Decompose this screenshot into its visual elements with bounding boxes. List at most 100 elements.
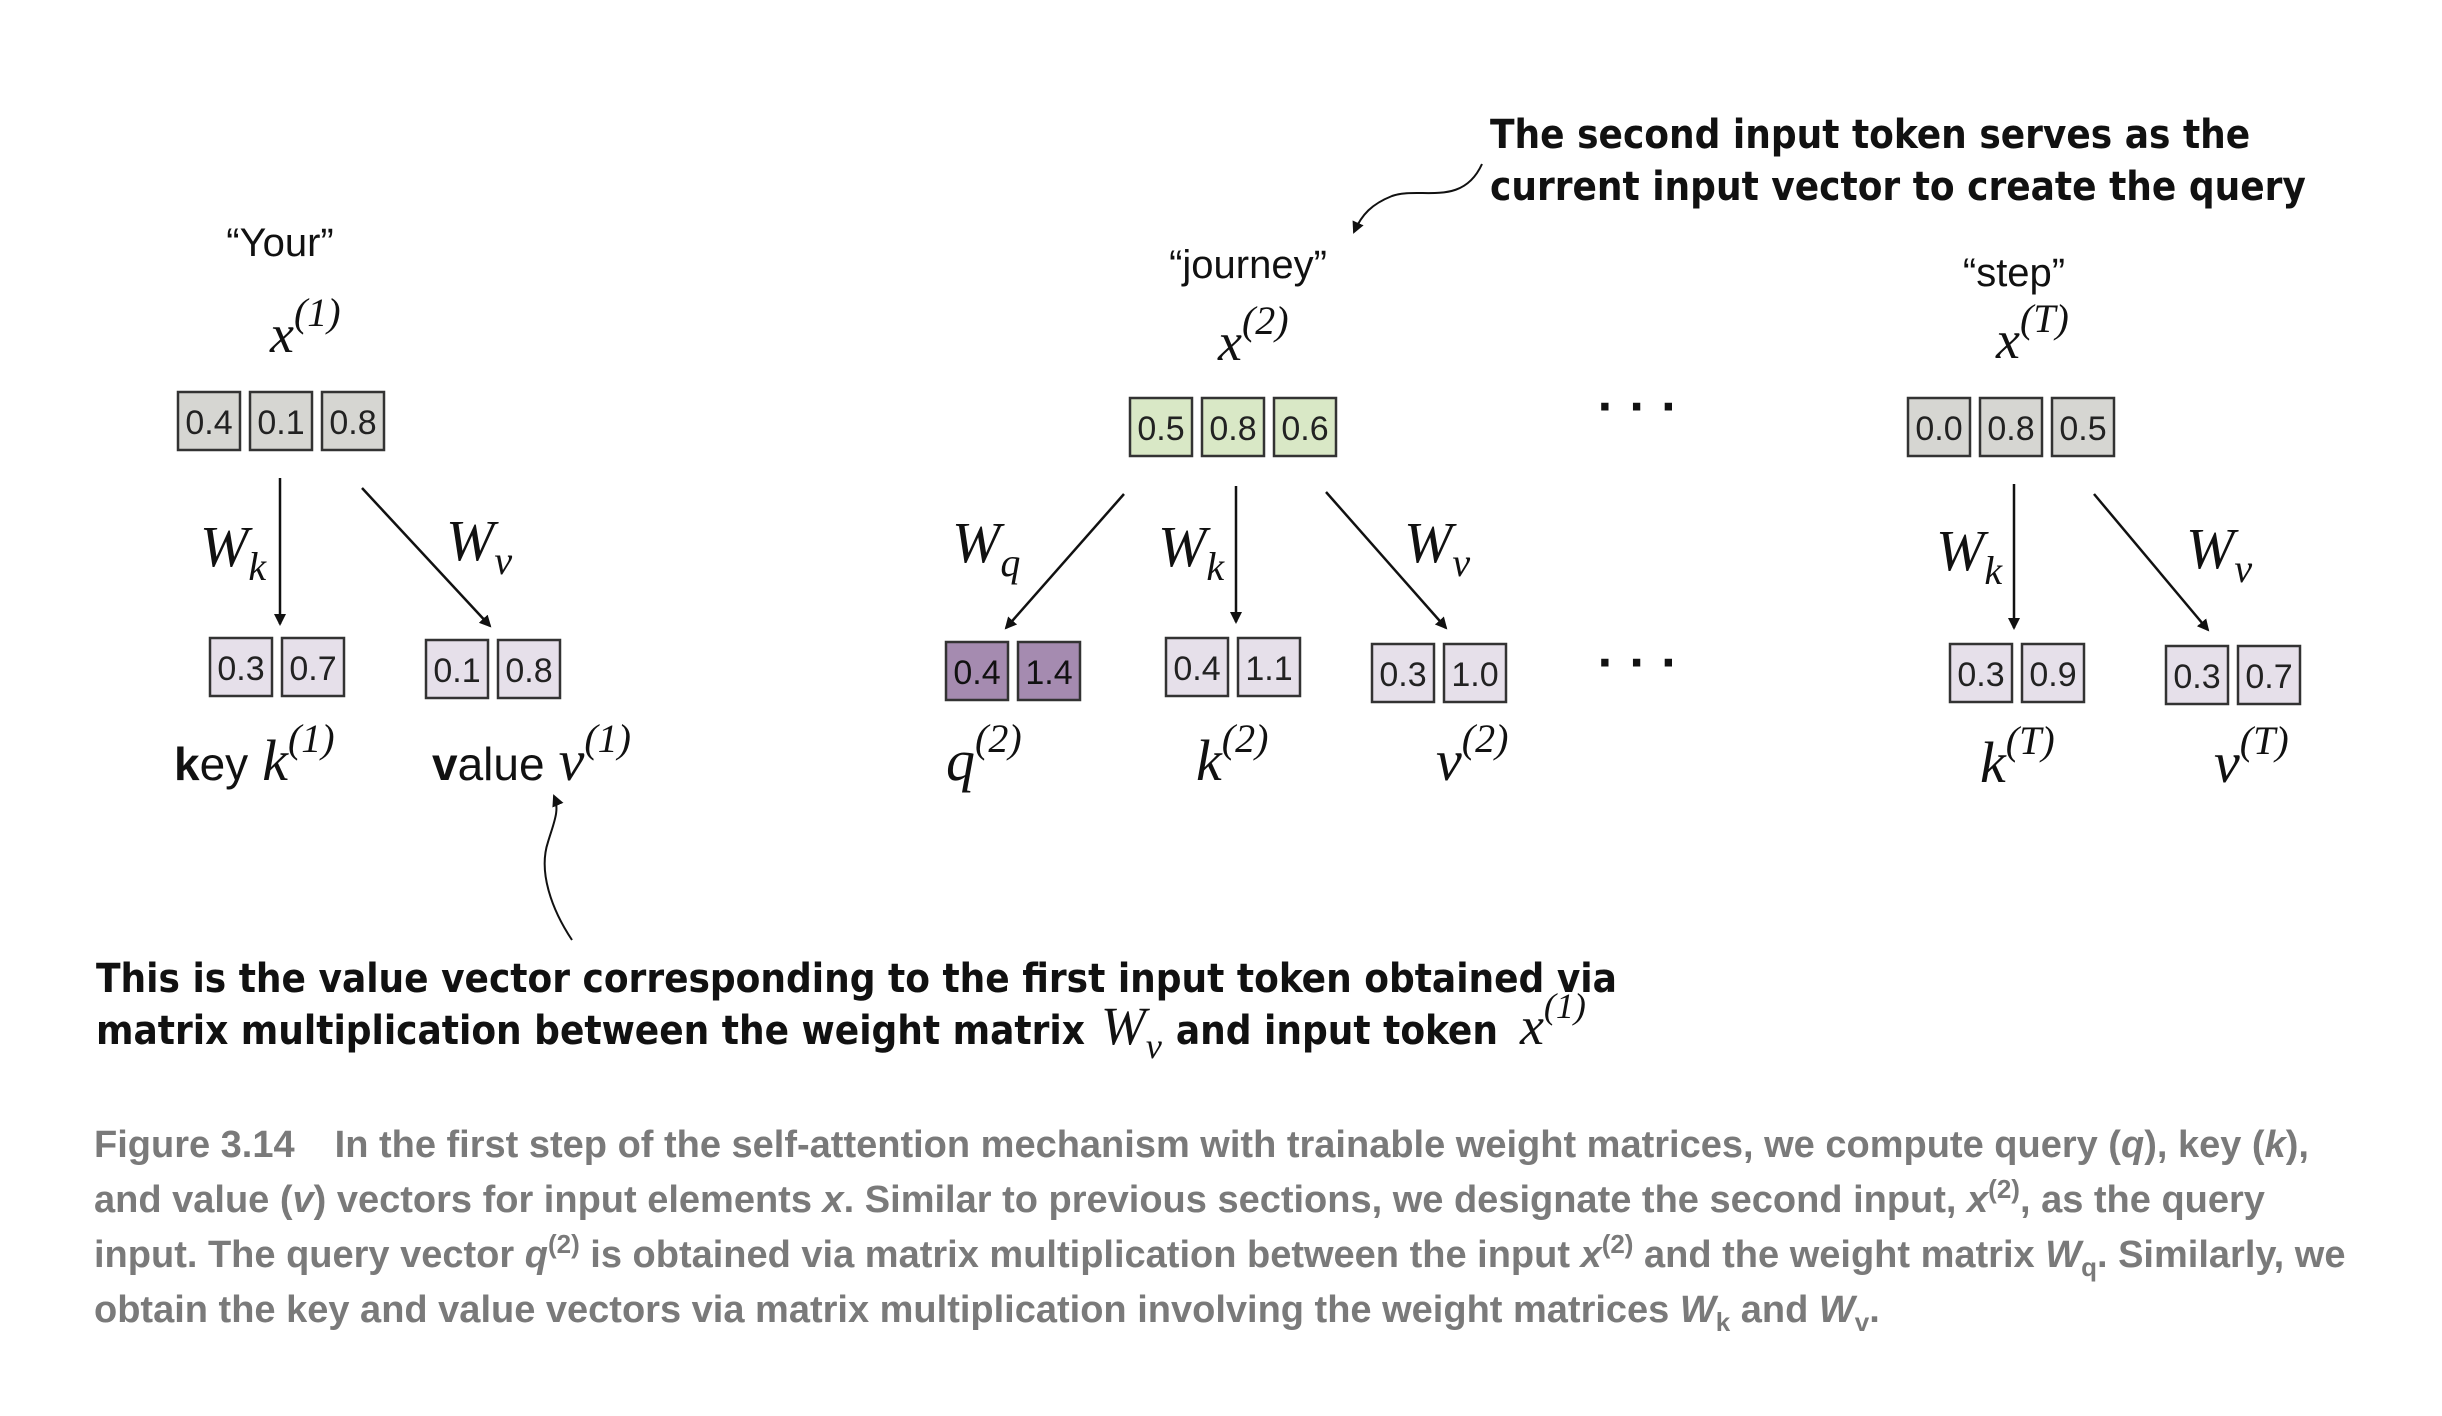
arrow-wq-2 — [1004, 493, 1125, 630]
weight-subscript: v — [494, 538, 512, 583]
caption-symbol: q — [524, 1234, 548, 1276]
key-vector-k1: 0.3 0.7 — [208, 636, 346, 698]
caption-text: In the first step of the self-attention … — [334, 1124, 2121, 1166]
caption-text: . Similarly, we obtain the key and value… — [94, 1234, 2346, 1331]
caption-text: , as the query input. The query vector — [94, 1179, 2265, 1276]
arrow-wv-1 — [361, 487, 492, 628]
caption-symbol: k — [2264, 1124, 2286, 1166]
caption-text: ) vectors for input elements — [313, 1179, 823, 1221]
caption-symbol: x — [1967, 1179, 1989, 1221]
query-label-q2: q(2) — [946, 716, 1022, 793]
caption-text: is obtained via matrix multiplication be… — [579, 1234, 1581, 1276]
vector-cell: 0.8 — [1987, 410, 2034, 448]
vector-cell: 0.7 — [289, 650, 336, 688]
token-word-step: “step” — [1963, 251, 2065, 295]
caption-superscript: (2) — [1601, 1229, 1634, 1259]
vector-cell: 0.5 — [1137, 410, 1184, 448]
caption-symbol: x — [822, 1179, 844, 1221]
caption-text: and the weight matrix — [1633, 1234, 2046, 1276]
vector-cell: 0.6 — [1281, 410, 1328, 448]
caption-text: and — [1730, 1289, 1819, 1331]
arrow-wv-2 — [1325, 491, 1448, 630]
weight-label-wv: Wv — [2186, 516, 2252, 591]
weight-symbol: W — [446, 508, 499, 573]
caption-superscript: (2) — [547, 1229, 580, 1259]
ellipsis-top: · · · — [1598, 378, 1679, 436]
caption-symbol: v — [292, 1179, 314, 1221]
weight-label-wv: Wv — [446, 508, 512, 583]
value-vector-v1: 0.1 0.8 — [424, 638, 562, 700]
caption-subscript: v — [1854, 1307, 1870, 1337]
vector-cell: 0.3 — [1379, 656, 1426, 694]
value-vector-vT: 0.3 0.7 — [2164, 644, 2302, 706]
input-label-x1: x(1) — [269, 290, 341, 364]
vector-cell: 0.1 — [433, 652, 480, 690]
vector-cell: 0.7 — [2245, 658, 2292, 696]
weight-symbol: W — [200, 514, 253, 579]
caption-symbol: x — [1580, 1234, 1602, 1276]
token-word-your: “Your” — [226, 221, 333, 265]
vector-cell: 1.1 — [1245, 650, 1292, 688]
caption-text: ), and value ( — [94, 1124, 2309, 1221]
caption-subscript: k — [1715, 1307, 1731, 1337]
value-vector-v2: 0.3 1.0 — [1370, 642, 1508, 704]
caption-symbol: W — [2045, 1234, 2082, 1276]
input-index: (1) — [294, 290, 341, 335]
value-label-vT: v(T) — [2214, 718, 2289, 795]
key-label-kT: k(T) — [1980, 718, 2055, 795]
input-label-x2: x(2) — [1217, 298, 1289, 372]
vector-cell: 0.0 — [1915, 410, 1962, 448]
input-symbol: x — [269, 304, 294, 364]
weight-label-wk: Wk — [1936, 518, 2003, 593]
figure-caption: Figure 3.14 In the first step of the self… — [94, 1118, 2354, 1338]
caption-symbol: q — [2120, 1124, 2145, 1166]
input-vector-xT: 0.0 0.8 0.5 — [1906, 396, 2116, 458]
value-label-v2: v(2) — [1436, 716, 1508, 793]
callout-bottom-line1: This is the value vector corresponding t… — [96, 956, 1617, 1002]
vector-cell: 0.1 — [257, 404, 304, 442]
caption-symbol: W — [1679, 1289, 1716, 1331]
arrow-wv-T — [2093, 493, 2210, 632]
weight-subscript: k — [248, 544, 267, 589]
vector-cell: 1.4 — [1025, 654, 1072, 692]
caption-symbol: W — [1818, 1289, 1855, 1331]
caption-subscript: q — [2081, 1252, 2097, 1282]
key-vector-kT: 0.3 0.9 — [1948, 642, 2086, 704]
input-label-xT: x(T) — [1995, 296, 2069, 370]
callout-top-arrow — [1352, 163, 1483, 234]
callout-top-line1: The second input token serves as the — [1490, 112, 2250, 158]
caption-superscript: (2) — [1988, 1174, 2020, 1204]
vector-cell: 0.4 — [1173, 650, 1220, 688]
callout-bottom-arrow — [543, 794, 573, 941]
vector-cell: 0.8 — [505, 652, 552, 690]
vector-cell: 0.3 — [1957, 656, 2004, 694]
token-word-journey: “journey” — [1169, 243, 1327, 287]
vector-cell: 0.8 — [1209, 410, 1256, 448]
vector-cell: 0.3 — [2173, 658, 2220, 696]
callout-top-line2: current input vector to create the query — [1490, 164, 2306, 210]
input-vector-x1: 0.4 0.1 0.8 — [176, 390, 386, 452]
vector-cell: 0.5 — [2059, 410, 2106, 448]
weight-label-wk: Wk — [200, 514, 267, 589]
vector-cell: 0.8 — [329, 404, 376, 442]
caption-text: ), key ( — [2144, 1124, 2265, 1166]
query-vector-q2: 0.4 1.4 — [944, 640, 1082, 702]
vector-cell: 1.0 — [1451, 656, 1498, 694]
input-vector-x2: 0.5 0.8 0.6 — [1128, 396, 1338, 458]
ellipsis-bottom: · · · — [1598, 634, 1679, 692]
vector-cell: 0.4 — [953, 654, 1000, 692]
callout-bottom-line2: matrix multiplication between the weight… — [96, 986, 1586, 1066]
key-vector-k2: 0.4 1.1 — [1164, 636, 1302, 698]
weight-label-wq: Wq — [952, 510, 1020, 585]
weight-label-wk: Wk — [1158, 514, 1225, 589]
vector-cell: 0.4 — [185, 404, 232, 442]
key-label-k2: k(2) — [1196, 716, 1268, 793]
vector-cell: 0.9 — [2029, 656, 2076, 694]
caption-text: . Similar to previous sections, we desig… — [843, 1179, 1968, 1221]
vector-cell: 0.3 — [217, 650, 264, 688]
caption-text: . — [1869, 1289, 1880, 1331]
figure-number: Figure 3.14 — [94, 1124, 295, 1166]
